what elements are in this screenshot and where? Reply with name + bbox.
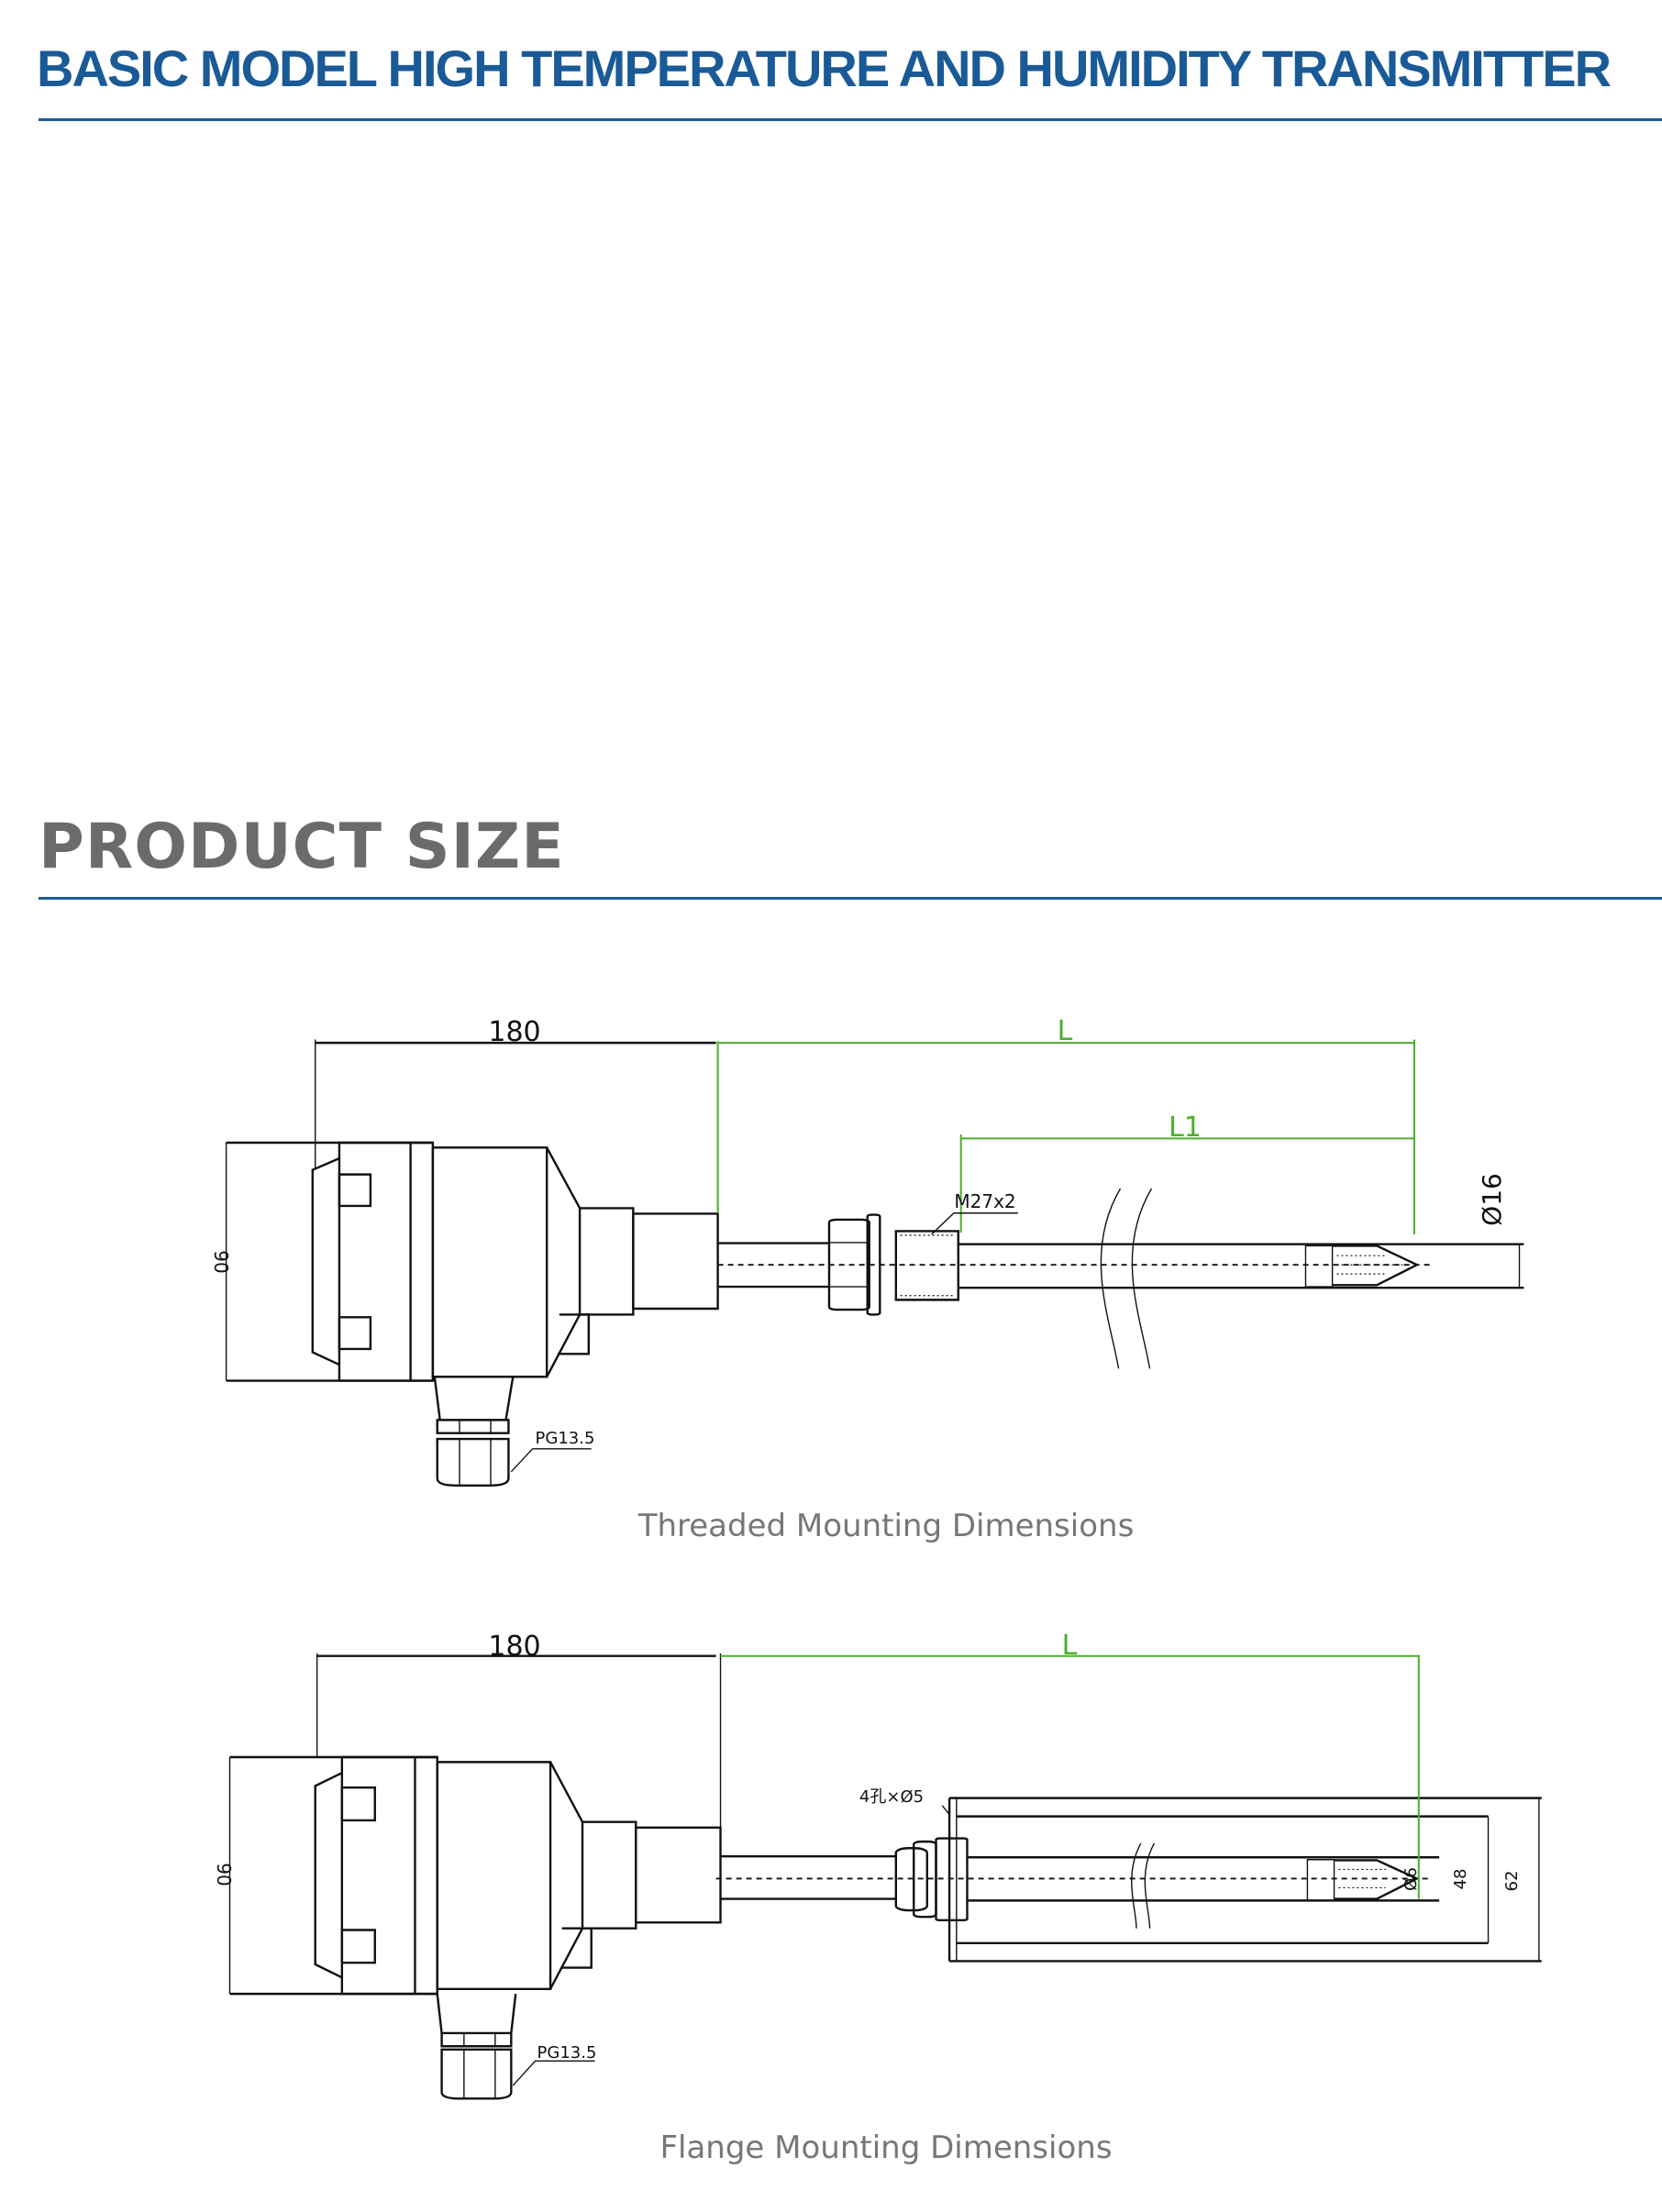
title-divider bbox=[39, 118, 1662, 121]
threaded-drawing bbox=[227, 1040, 1524, 1486]
threaded-diameter-label: Ø16 bbox=[1477, 1173, 1507, 1226]
section-divider bbox=[39, 897, 1662, 900]
flange-height-label: 90 bbox=[213, 1863, 235, 1886]
threaded-width-label: 180 bbox=[488, 1016, 540, 1048]
flange-L-label: L bbox=[1062, 1630, 1078, 1662]
flange-drawing bbox=[229, 1653, 1541, 2099]
flange-62-label: 62 bbox=[1502, 1871, 1522, 1892]
threaded-L1-label: L1 bbox=[1169, 1112, 1202, 1144]
section-title: PRODUCT SIZE bbox=[39, 811, 565, 883]
threaded-caption: Threaded Mounting Dimensions bbox=[637, 1508, 1135, 1544]
threaded-height-label: 90 bbox=[210, 1250, 232, 1273]
thread-size-label: M27x2 bbox=[954, 1190, 1015, 1212]
threaded-L-label: L bbox=[1058, 1015, 1073, 1047]
flange-diameter-label: Ø6 bbox=[1402, 1867, 1421, 1891]
flange-caption: Flange Mounting Dimensions bbox=[659, 2129, 1113, 2166]
threaded-gland-label: PG13.5 bbox=[536, 1429, 595, 1448]
flange-48-label: 48 bbox=[1451, 1869, 1470, 1890]
flange-width-label: 180 bbox=[488, 1631, 540, 1663]
page-title: BASIC MODEL HIGH TEMPERATURE AND HUMIDIT… bbox=[37, 39, 1612, 97]
flange-holes-label: 4孔×Ø5 bbox=[859, 1787, 924, 1807]
flange-gland-label: PG13.5 bbox=[537, 2043, 597, 2063]
